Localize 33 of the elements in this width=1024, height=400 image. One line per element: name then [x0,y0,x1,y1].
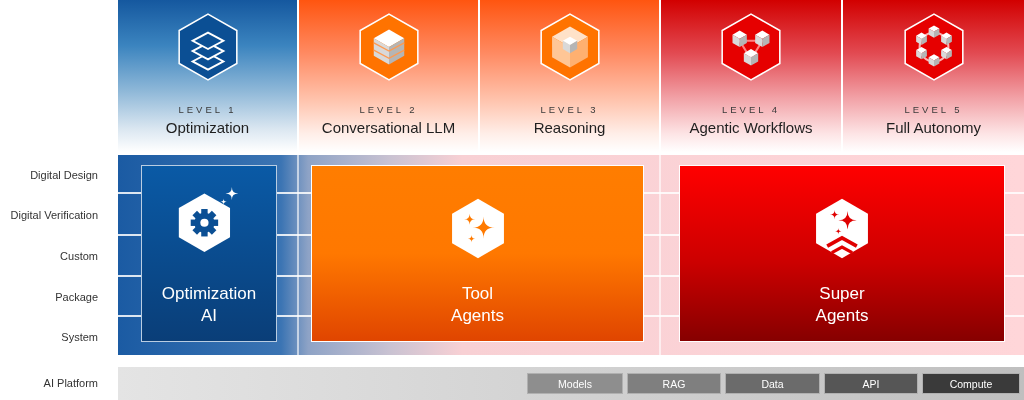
card-title: Super Agents [815,283,869,327]
level-title: Conversational LLM [321,119,456,137]
row-label: Package [55,290,98,304]
platform-chip: Compute [922,373,1020,394]
level-header [843,0,1024,152]
card-title: Tool Agents [451,283,504,327]
level-number: LEVEL 4 [721,104,781,116]
level-header [118,0,297,152]
row-label: Digital Design [30,168,98,182]
level-number: LEVEL 3 [540,104,599,116]
level-title: Full Autonomy [886,119,981,137]
level-title: Optimization [165,119,250,137]
level-title: Reasoning [533,119,606,137]
level-title: Agentic Workflows [689,119,813,137]
agent-card [311,165,644,342]
row-label: Custom [60,249,98,263]
row-label: System [61,330,98,344]
level-header [480,0,659,152]
level-number: LEVEL 1 [178,104,237,116]
platform-chip: API [824,373,918,394]
level-number: LEVEL 2 [359,104,418,116]
agent-card [141,165,277,342]
platform-chip: Models [527,373,623,394]
platform-chip: RAG [627,373,721,394]
platform-bar [118,367,1024,400]
card-title: Optimization AI [161,283,257,327]
row-label: Digital Verification [10,208,98,222]
agent-card [679,165,1005,342]
level-number: LEVEL 5 [904,104,963,116]
level-header [299,0,478,152]
row-label: AI Platform [43,376,98,390]
platform-chip: Data [725,373,820,394]
level-header [661,0,841,152]
